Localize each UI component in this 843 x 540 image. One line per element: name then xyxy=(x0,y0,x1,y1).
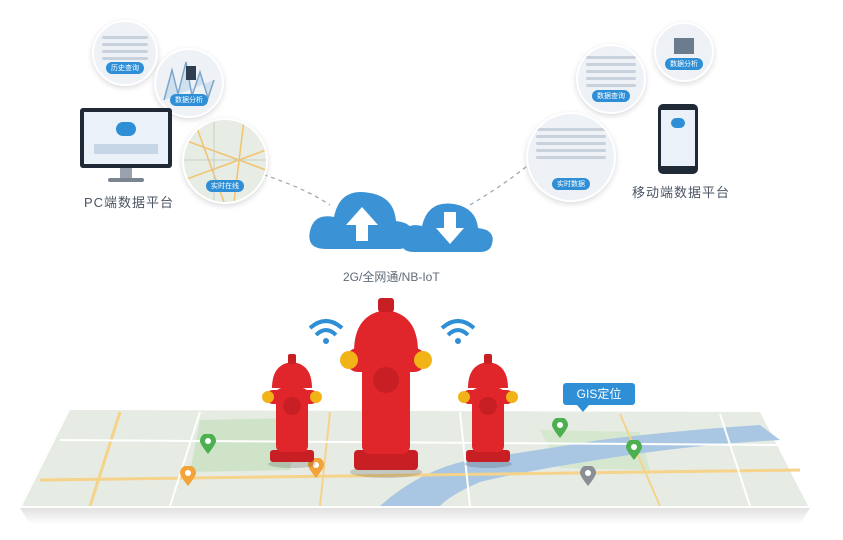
map-pin-icon xyxy=(552,418,568,438)
mobile-data-analysis-bubble[interactable]: 数据分析 xyxy=(654,22,714,82)
phone-cloud-logo-icon xyxy=(671,118,685,128)
history-query-bubble[interactable]: 历史查询 xyxy=(92,20,158,86)
fire-hydrant-center-icon xyxy=(340,298,432,478)
data-analysis-tag: 数据分析 xyxy=(170,94,208,106)
realtime-data-bubble[interactable]: 实时数据 xyxy=(526,112,616,202)
wifi-signal-icon xyxy=(440,319,476,344)
cloud-logo-icon xyxy=(116,122,136,136)
history-query-tag: 历史查询 xyxy=(106,62,144,74)
map-pin-icon xyxy=(308,458,324,478)
fire-hydrant-right-icon xyxy=(458,354,518,468)
mobile-platform-label: 移动端数据平台 xyxy=(632,185,731,200)
map-pin-icon xyxy=(580,466,596,486)
download-cloud-icon xyxy=(401,203,493,252)
map-pin-icon xyxy=(626,440,642,460)
map-pin-icon xyxy=(180,466,196,486)
upload-cloud-icon xyxy=(309,192,413,249)
pc-monitor xyxy=(80,108,172,188)
wifi-signal-icon xyxy=(308,319,344,344)
fire-hydrant-left-icon xyxy=(262,354,322,468)
realtime-data-tag: 实时数据 xyxy=(552,178,590,190)
mobile-phone xyxy=(658,104,698,174)
network-label: 2G/全网通/NB-IoT xyxy=(343,270,440,284)
mobile-data-analysis-tag: 数据分析 xyxy=(665,58,703,70)
data-query-tag: 数据查询 xyxy=(592,90,630,102)
realtime-online-bubble[interactable]: 实时在线 xyxy=(182,118,268,204)
map-pin-icon xyxy=(200,434,216,454)
data-query-bubble[interactable]: 数据查询 xyxy=(576,44,646,114)
data-analysis-bubble[interactable]: 数据分析 xyxy=(154,48,224,118)
gis-location-badge: GIS定位 xyxy=(563,383,635,412)
analysis-chart-icon xyxy=(163,61,215,101)
realtime-online-tag: 实时在线 xyxy=(206,180,244,192)
pc-platform-label: PC端数据平台 xyxy=(84,195,175,210)
